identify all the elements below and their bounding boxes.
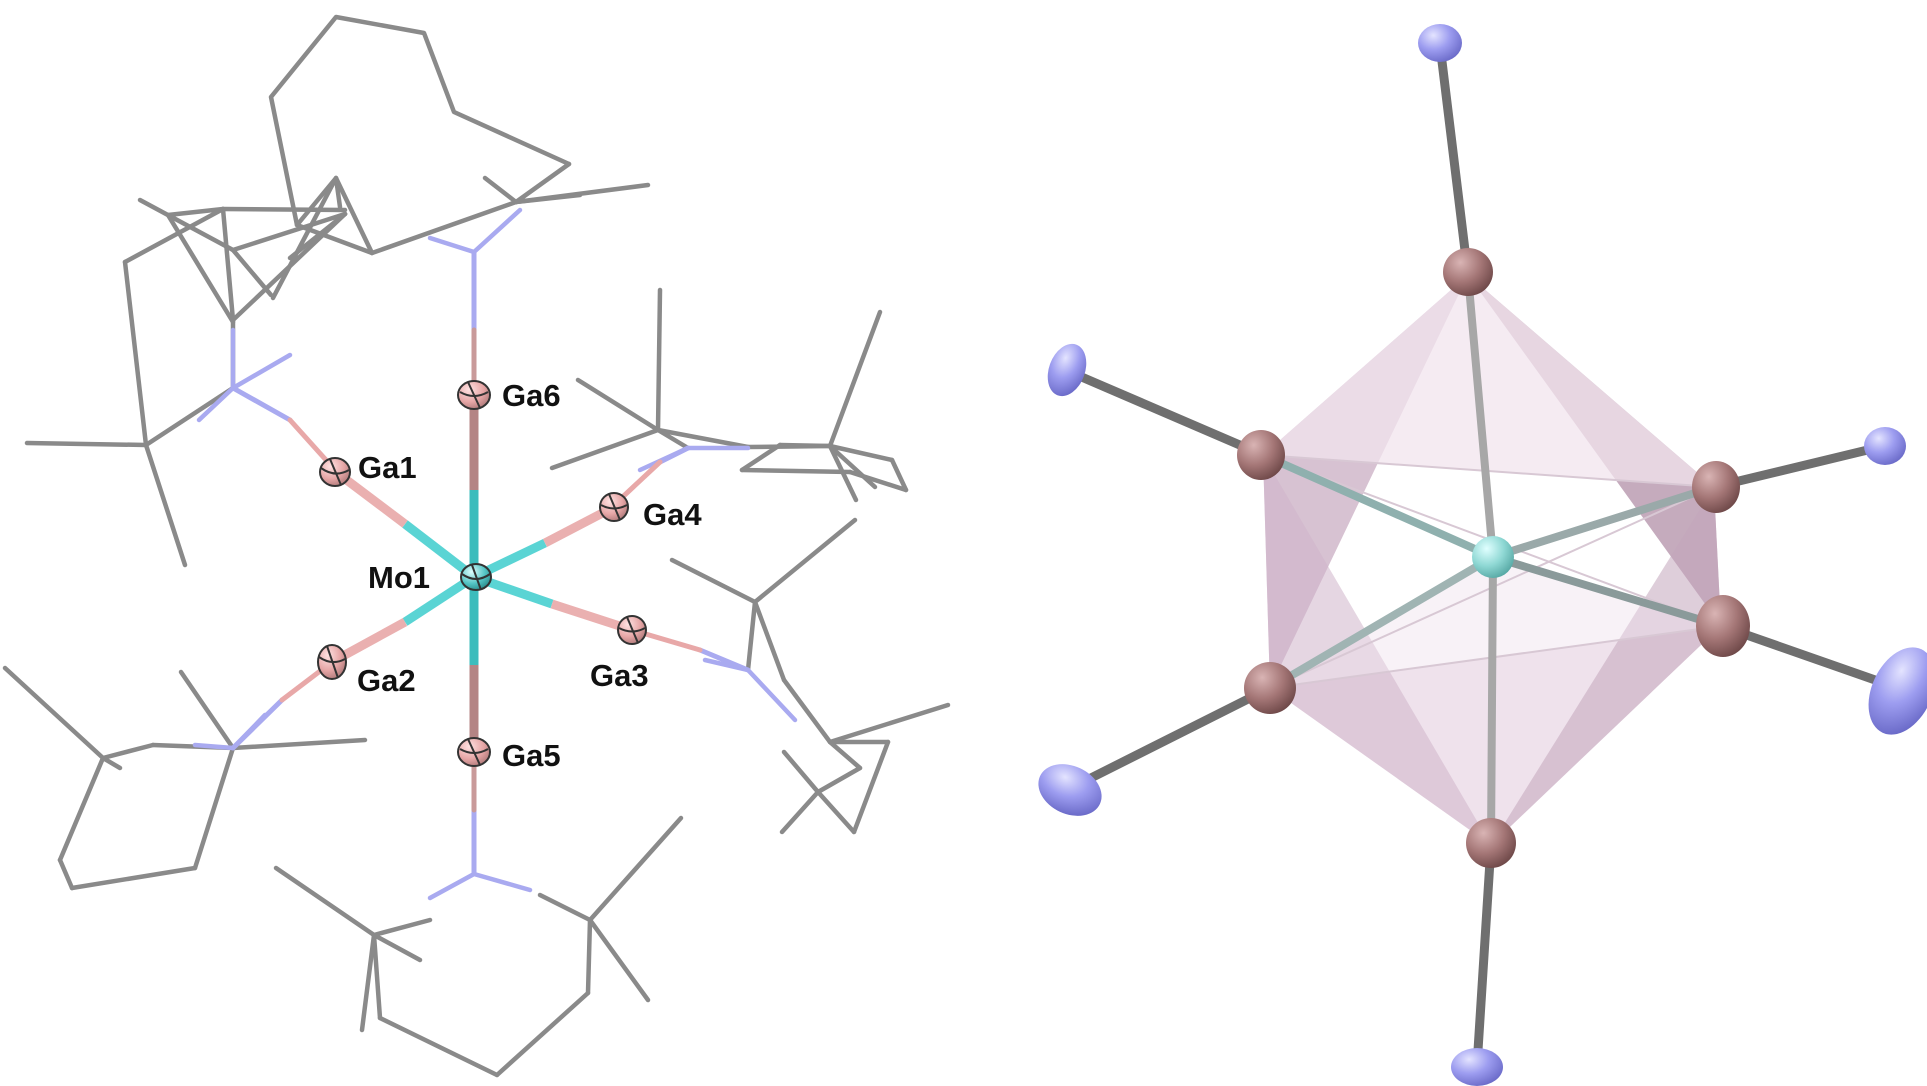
nitrogen-atoms bbox=[1038, 24, 1927, 1086]
label-ga6: Ga6 bbox=[502, 378, 561, 413]
gallium-atoms bbox=[317, 380, 647, 767]
mo-ga-spokes bbox=[1259, 271, 1725, 849]
n-bottom-atom bbox=[1451, 1048, 1503, 1086]
n-right-upper-atom bbox=[1864, 427, 1906, 465]
ga3-atom bbox=[617, 615, 647, 645]
ga1-atom bbox=[319, 457, 351, 487]
ga5-atom bbox=[457, 737, 491, 767]
ga4-atom bbox=[599, 492, 629, 522]
n-left-lower-atom bbox=[1038, 764, 1102, 816]
mo1-atom bbox=[460, 563, 492, 591]
gallium-nitrogen-bonds bbox=[230, 249, 751, 877]
label-ga5: Ga5 bbox=[502, 738, 561, 773]
ga6-atom bbox=[457, 380, 491, 410]
ga-right-lower-atom bbox=[1696, 595, 1750, 657]
label-ga4: Ga4 bbox=[643, 497, 702, 532]
ga-top-atom bbox=[1443, 248, 1493, 296]
outer-bonds bbox=[1065, 40, 1903, 1071]
left-structure-panel: Ga6 Ga1 Ga4 Mo1 Ga2 Ga3 Ga5 bbox=[2, 14, 951, 1078]
n-top-atom bbox=[1418, 24, 1462, 62]
ga-left-upper-atom bbox=[1237, 430, 1285, 480]
label-mo1: Mo1 bbox=[368, 560, 430, 595]
polyhedron-gallium-atoms bbox=[1237, 248, 1750, 868]
n-left-upper-atom bbox=[1047, 343, 1087, 397]
ga-right-upper-atom bbox=[1692, 461, 1740, 513]
mo-center-atom bbox=[1472, 536, 1514, 578]
ga-bottom-atom bbox=[1466, 818, 1516, 868]
label-ga1: Ga1 bbox=[358, 450, 417, 485]
ga2-atom bbox=[317, 644, 347, 680]
nitrogen-bonds bbox=[192, 207, 798, 901]
ga-left-lower-atom bbox=[1244, 662, 1296, 714]
carbon-framework bbox=[2, 14, 951, 1078]
label-ga2: Ga2 bbox=[357, 663, 416, 698]
octahedron-faces bbox=[1263, 275, 1721, 845]
right-polyhedron-panel bbox=[1038, 24, 1927, 1086]
n-right-lower-atom bbox=[1868, 647, 1927, 735]
label-ga3: Ga3 bbox=[590, 658, 649, 693]
